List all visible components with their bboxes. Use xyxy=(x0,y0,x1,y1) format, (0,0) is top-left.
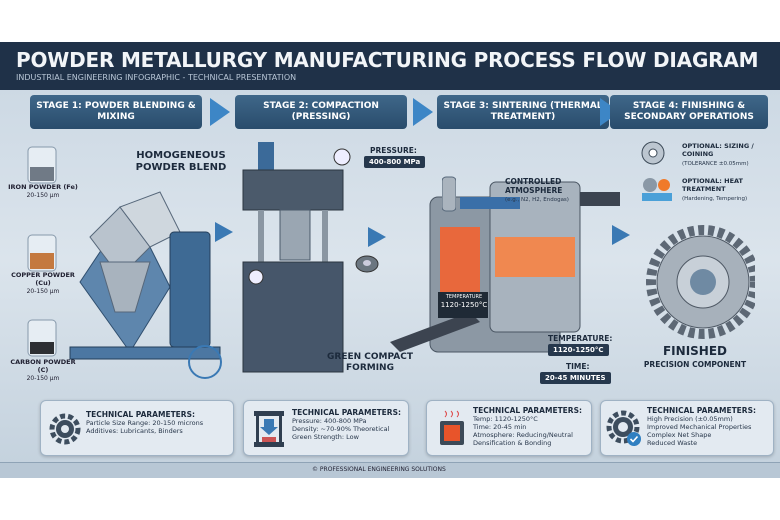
green-compact-icon xyxy=(355,255,379,273)
page-subtitle: INDUSTRIAL ENGINEERING INFOGRAPHIC - TEC… xyxy=(16,73,297,82)
atmosphere-examples: (e.g., N2, H2, Endogas) xyxy=(505,197,569,203)
param-line: Complex Net Shape xyxy=(647,431,712,440)
powder-size: 20-150 µm xyxy=(26,287,60,295)
blend-label: HOMOGENEOUS POWDER BLEND xyxy=(135,150,227,173)
time-value: 20-45 MINUTES xyxy=(540,372,611,384)
heat-treatment-title: OPTIONAL: HEAT TREATMENT xyxy=(682,177,743,193)
powder-label: COPPER POWDER (Cu)20-150 µm xyxy=(8,271,78,295)
powder-label: CARBON POWDER (C)20-150 µm xyxy=(8,358,78,382)
param-line: Additives: Lubricants, Binders xyxy=(86,427,183,436)
param-line: Green Strength: Low xyxy=(292,433,359,442)
stage-arrow-icon xyxy=(413,98,433,126)
powder-jar-icon xyxy=(27,319,57,357)
check-icon xyxy=(629,435,639,443)
time-label: TIME: xyxy=(566,362,590,371)
flow-arrow-icon xyxy=(612,225,630,245)
param-line: Density: ~70-90% Theoretical xyxy=(292,425,390,434)
page-title: POWDER METALLURGY MANUFACTURING PROCESS … xyxy=(16,48,759,72)
gauge-icon xyxy=(333,148,351,166)
powder-label: IRON POWDER (Fe)20-150 µm xyxy=(8,183,78,199)
gear-icon xyxy=(49,413,81,445)
cycle-gears-icon xyxy=(188,345,222,379)
param-line: Reduced Waste xyxy=(647,439,698,448)
powder-name: CARBON POWDER (C) xyxy=(10,358,76,374)
param-box-4: TECHNICAL PARAMETERS: High Precision (±0… xyxy=(600,400,774,456)
param-title: TECHNICAL PARAMETERS: xyxy=(86,410,195,419)
gas-cylinder-icon xyxy=(442,176,456,212)
gauge-icon xyxy=(248,269,264,285)
param-line: Densification & Bonding xyxy=(473,439,552,448)
infographic: POWDER METALLURGY MANUFACTURING PROCESS … xyxy=(0,42,780,478)
powder-name: IRON POWDER (Fe) xyxy=(8,183,78,191)
powder-name: COPPER POWDER (Cu) xyxy=(11,271,75,287)
mixer-illustration xyxy=(27,146,222,379)
stage-2-header: STAGE 2: COMPACTION (PRESSING) xyxy=(235,95,407,129)
param-title: TECHNICAL PARAMETERS: xyxy=(647,406,756,415)
atmosphere-label: CONTROLLED ATMOSPHERE xyxy=(505,177,563,195)
powder-jar-icon xyxy=(27,234,57,272)
temperature-label: TEMPERATURE: xyxy=(548,334,613,343)
finished-title: FINISHED xyxy=(662,344,727,358)
param-line: Pressure: 400-800 MPa xyxy=(292,417,367,425)
furnace-illustration xyxy=(390,181,620,353)
sizing-detail: (TOLERANCE ±0.05mm) xyxy=(682,161,749,167)
powder-jar-icon xyxy=(27,146,57,184)
param-line: Particle Size Range: 20-150 microns xyxy=(86,419,204,427)
stage-4-header: STAGE 4: FINISHING & SECONDARY OPERATION… xyxy=(610,95,768,129)
stage-1-header: STAGE 1: POWDER BLENDING & MIXING xyxy=(30,95,202,129)
param-title: TECHNICAL PARAMETERS: xyxy=(473,406,582,415)
param-title: TECHNICAL PARAMETERS: xyxy=(292,408,401,417)
press-illustration xyxy=(242,142,351,373)
heat-treatment-icon xyxy=(642,178,672,201)
heat-treatment-detail: (Hardening, Tempering) xyxy=(682,196,748,202)
param-box-2: TECHNICAL PARAMETERS: Pressure: 400-800 … xyxy=(243,400,409,456)
param-box-3: TECHNICAL PARAMETERS: Temp: 1120-1250°C … xyxy=(426,400,592,456)
flow-arrow-icon xyxy=(215,222,233,242)
param-line: Atmosphere: Reducing/Neutral xyxy=(473,431,573,440)
param-box-1: TECHNICAL PARAMETERS: Particle Size Rang… xyxy=(40,400,234,456)
sizing-icon xyxy=(641,141,665,165)
powder-size: 20-150 µm xyxy=(26,191,60,199)
header: POWDER METALLURGY MANUFACTURING PROCESS … xyxy=(0,42,780,90)
temperature-value: 1120-1250°C xyxy=(548,344,609,356)
sizing-title: OPTIONAL: SIZING / COINING xyxy=(682,142,754,158)
param-line: Improved Mechanical Properties xyxy=(647,423,752,432)
param-line: Time: 20-45 min xyxy=(473,423,527,432)
stage-3-header: STAGE 3: SINTERING (THERMAL TREATMENT) xyxy=(437,95,609,129)
powder-size: 20-150 µm xyxy=(26,374,60,382)
param-line: High Precision (±0.05mm) xyxy=(647,415,733,423)
gear-check-icon xyxy=(606,410,641,446)
pressure-label: PRESSURE: xyxy=(370,146,417,155)
flow-arrow-icon xyxy=(368,227,386,247)
finished-subtitle: PRECISION COMPONENT xyxy=(643,360,747,369)
footer-text: © PROFESSIONAL ENGINEERING SOLUTIONS xyxy=(312,466,446,473)
press-icon xyxy=(254,411,284,447)
green-compact-label: GREEN COMPACT FORMING xyxy=(327,352,413,373)
param-line: Temp: 1120-1250°C xyxy=(473,415,538,423)
finished-gear-icon xyxy=(646,225,755,339)
pressure-value: 400-800 MPa xyxy=(364,156,426,168)
stage-arrow-icon xyxy=(210,98,230,126)
display-value: 1120-1250°C xyxy=(440,300,488,309)
footer xyxy=(0,462,780,478)
furnace-icon xyxy=(440,410,464,445)
display-label: TEMPERATURE xyxy=(445,294,483,300)
